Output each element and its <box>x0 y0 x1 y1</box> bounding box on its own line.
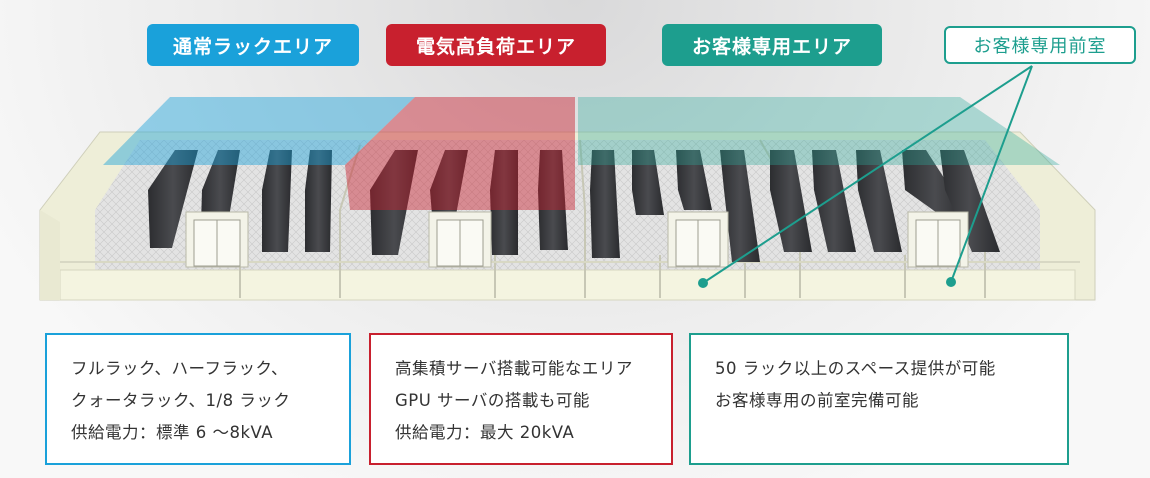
info-line: フルラック、ハーフラック、 <box>71 359 289 378</box>
high-power-area-label: 電気高負荷エリア <box>386 24 606 66</box>
customer-dedicated-area-label: お客様専用エリア <box>662 24 882 66</box>
door <box>907 211 969 268</box>
info-line: 供給電力：最大 20kVA <box>395 423 575 442</box>
anteroom-callout-lines <box>702 65 1033 284</box>
normal-area-info-box: フルラック、ハーフラック、 クォータラック、1/8 ラック 供給電力：標準 6 … <box>45 333 351 465</box>
rack-rows-customer <box>590 150 1000 262</box>
info-line: お客様専用の前室完備可能 <box>715 391 919 410</box>
anteroom-marker <box>698 278 708 288</box>
info-line: 50 ラック以上のスペース提供が可能 <box>715 359 996 378</box>
info-line: 供給電力：標準 6 ～8kVA <box>71 423 274 442</box>
customer-area-info-box: 50 ラック以上のスペース提供が可能 お客様専用の前室完備可能 <box>689 333 1069 465</box>
rack-rows-power <box>370 150 568 255</box>
door <box>185 211 249 268</box>
info-line: 高集積サーバ搭載可能なエリア <box>395 359 633 378</box>
zone-overlay-customer <box>578 97 1060 165</box>
door <box>667 211 729 268</box>
info-line: クォータラック、1/8 ラック <box>71 391 291 410</box>
info-line: GPU サーバの搭載も可能 <box>395 391 590 410</box>
zone-overlay-power <box>345 97 575 210</box>
high-power-area-info-box: 高集積サーバ搭載可能なエリア GPU サーバの搭載も可能 供給電力：最大 20k… <box>369 333 673 465</box>
zone-overlay-normal <box>103 97 415 165</box>
door <box>428 211 492 268</box>
customer-anteroom-label: お客様専用前室 <box>944 26 1136 64</box>
anteroom-marker <box>946 277 956 287</box>
normal-rack-area-label: 通常ラックエリア <box>147 24 359 66</box>
